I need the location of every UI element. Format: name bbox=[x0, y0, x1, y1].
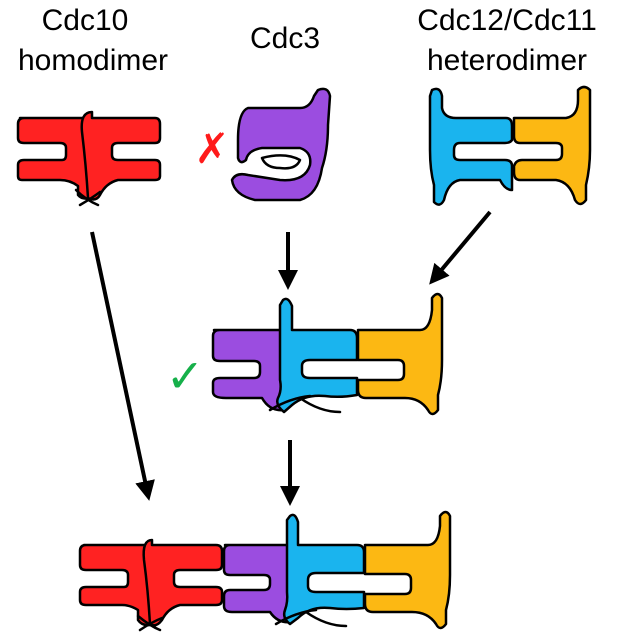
cdc12-subunit bbox=[282, 513, 366, 626]
label-cdc12-cdc11-line2: heterodimer bbox=[427, 44, 587, 77]
cdc10-subunit-left bbox=[78, 543, 152, 627]
cdc10-subunit-left bbox=[16, 116, 92, 200]
cdc12-subunit bbox=[428, 87, 514, 206]
label-cdc10-line1: Cdc10 bbox=[42, 4, 129, 37]
cdc3-monomer bbox=[230, 87, 332, 202]
green-check-icon: ✓ bbox=[166, 349, 205, 403]
cdc12-cdc11-heterodimer bbox=[428, 85, 592, 206]
cdc10-subunit-right bbox=[80, 110, 162, 201]
cdc10-subunit-right bbox=[142, 538, 224, 627]
cdc11-subunit bbox=[356, 292, 444, 416]
cdc11-subunit bbox=[512, 85, 592, 206]
arrow-icon bbox=[429, 210, 492, 285]
septin-octamer-assembly bbox=[78, 510, 452, 632]
red-cross-icon: ✗ bbox=[194, 124, 229, 173]
cdc3-subunit bbox=[211, 328, 287, 412]
label-cdc3: Cdc3 bbox=[250, 22, 320, 55]
cdc10-homodimer bbox=[16, 110, 162, 207]
cdc3-cdc12-cdc11-complex bbox=[211, 292, 444, 416]
label-cdc12-cdc11-line1: Cdc12/Cdc11 bbox=[417, 4, 597, 37]
label-cdc10-line2: homodimer bbox=[18, 44, 168, 77]
cdc3-subunit bbox=[222, 543, 294, 624]
cdc11-subunit bbox=[363, 510, 452, 630]
arrow-icon bbox=[90, 231, 155, 501]
cdc12-subunit bbox=[276, 297, 359, 414]
